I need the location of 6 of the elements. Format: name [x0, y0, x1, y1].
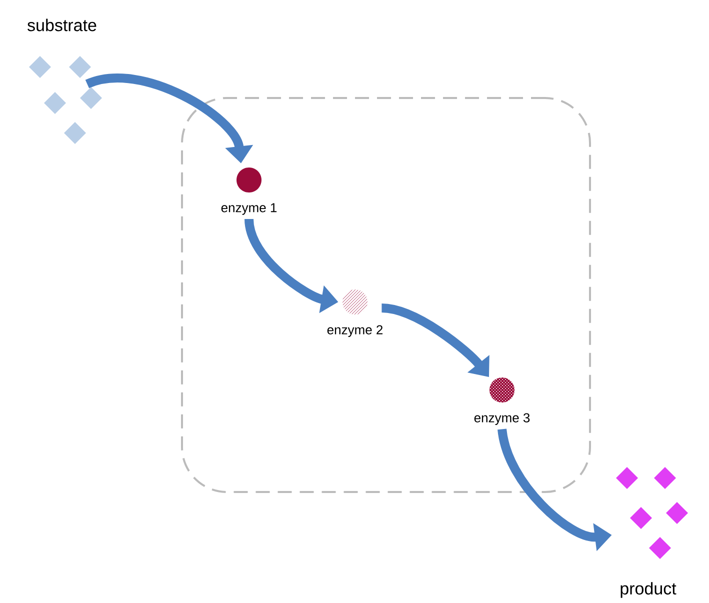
- enzyme-label: enzyme 3: [474, 413, 530, 425]
- node-label: product: [620, 582, 676, 598]
- compartment-box: [181, 97, 591, 493]
- node-label: substrate: [28, 18, 96, 32]
- enzyme-label: enzyme 2: [327, 325, 382, 337]
- enzyme-label: enzyme 1: [221, 203, 277, 215]
